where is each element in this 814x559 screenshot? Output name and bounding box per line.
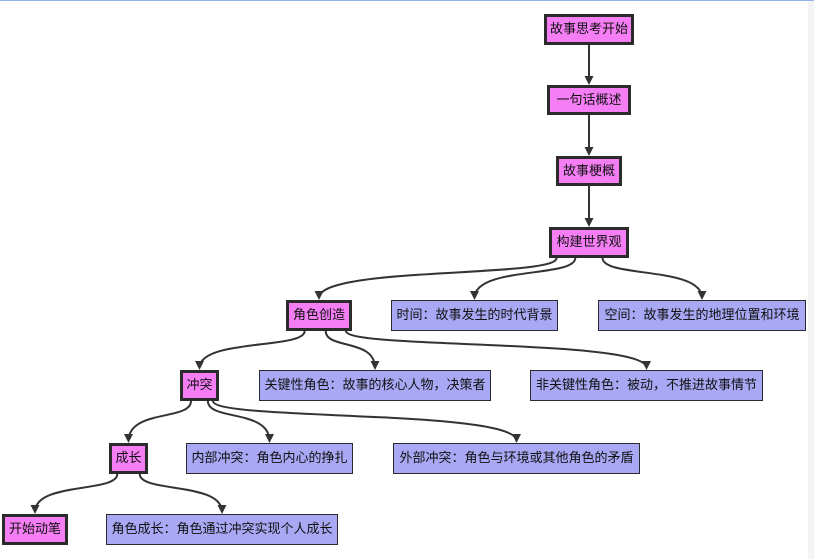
node-label: 故事思考开始 bbox=[549, 22, 628, 37]
node-character-growth: 角色成长：角色通过冲突实现个人成长 bbox=[106, 514, 338, 545]
node-label: 成长 bbox=[115, 451, 142, 466]
node-key-characters: 关键性角色：故事的核心人物，决策者 bbox=[259, 370, 491, 401]
top-border bbox=[0, 0, 814, 1]
node-space-setting: 空间：故事发生的地理位置和环境 bbox=[598, 300, 806, 331]
node-label: 非关键性角色：被动，不推进故事情节 bbox=[535, 378, 757, 393]
edge-arrow bbox=[324, 330, 380, 370]
edge-arrow bbox=[138, 473, 227, 514]
node-growth: 成长 bbox=[109, 443, 148, 474]
node-label: 关键性角色：故事的核心人物，决策者 bbox=[264, 378, 486, 393]
node-label: 时间：故事发生的时代背景 bbox=[396, 308, 553, 323]
node-one-sentence-summary: 一句话概述 bbox=[547, 85, 631, 115]
node-internal-conflict: 内部冲突：角色内心的挣扎 bbox=[186, 443, 353, 474]
node-conflict: 冲突 bbox=[180, 370, 219, 401]
node-label: 故事梗概 bbox=[562, 163, 615, 179]
edge-arrow bbox=[195, 330, 306, 370]
node-character-creation: 角色创造 bbox=[286, 300, 352, 331]
node-non-key-characters: 非关键性角色：被动，不推进故事情节 bbox=[530, 370, 763, 401]
edge-arrow bbox=[314, 257, 558, 300]
node-start-writing: 开始动笔 bbox=[2, 514, 68, 545]
node-label: 外部冲突：角色与环境或其他角色的矛盾 bbox=[399, 451, 634, 466]
node-time-setting: 时间：故事发生的时代背景 bbox=[391, 300, 558, 331]
node-label: 一句话概述 bbox=[556, 92, 622, 108]
node-label: 空间：故事发生的地理位置和环境 bbox=[604, 308, 800, 323]
node-label: 开始动笔 bbox=[8, 522, 61, 537]
node-label: 角色成长：角色通过冲突实现个人成长 bbox=[111, 522, 333, 537]
edge-arrow bbox=[212, 400, 521, 443]
edge-arrow bbox=[30, 473, 119, 514]
edge-arrow bbox=[470, 257, 577, 300]
node-story-thinking-start: 故事思考开始 bbox=[544, 14, 634, 45]
right-edge-strip bbox=[808, 1, 814, 559]
node-label: 角色创造 bbox=[292, 308, 345, 323]
node-story-synopsis: 故事梗概 bbox=[556, 156, 622, 186]
node-label: 内部冲突：角色内心的挣扎 bbox=[191, 451, 348, 466]
edge-arrow bbox=[206, 400, 274, 443]
edge-arrow bbox=[124, 400, 192, 443]
node-external-conflict: 外部冲突：角色与环境或其他角色的矛盾 bbox=[393, 443, 640, 474]
edge-arrow bbox=[345, 330, 651, 370]
node-label: 构建世界观 bbox=[556, 235, 622, 250]
edge-arrow bbox=[601, 257, 707, 300]
node-build-worldview: 构建世界观 bbox=[549, 227, 629, 258]
node-label: 冲突 bbox=[186, 378, 213, 393]
